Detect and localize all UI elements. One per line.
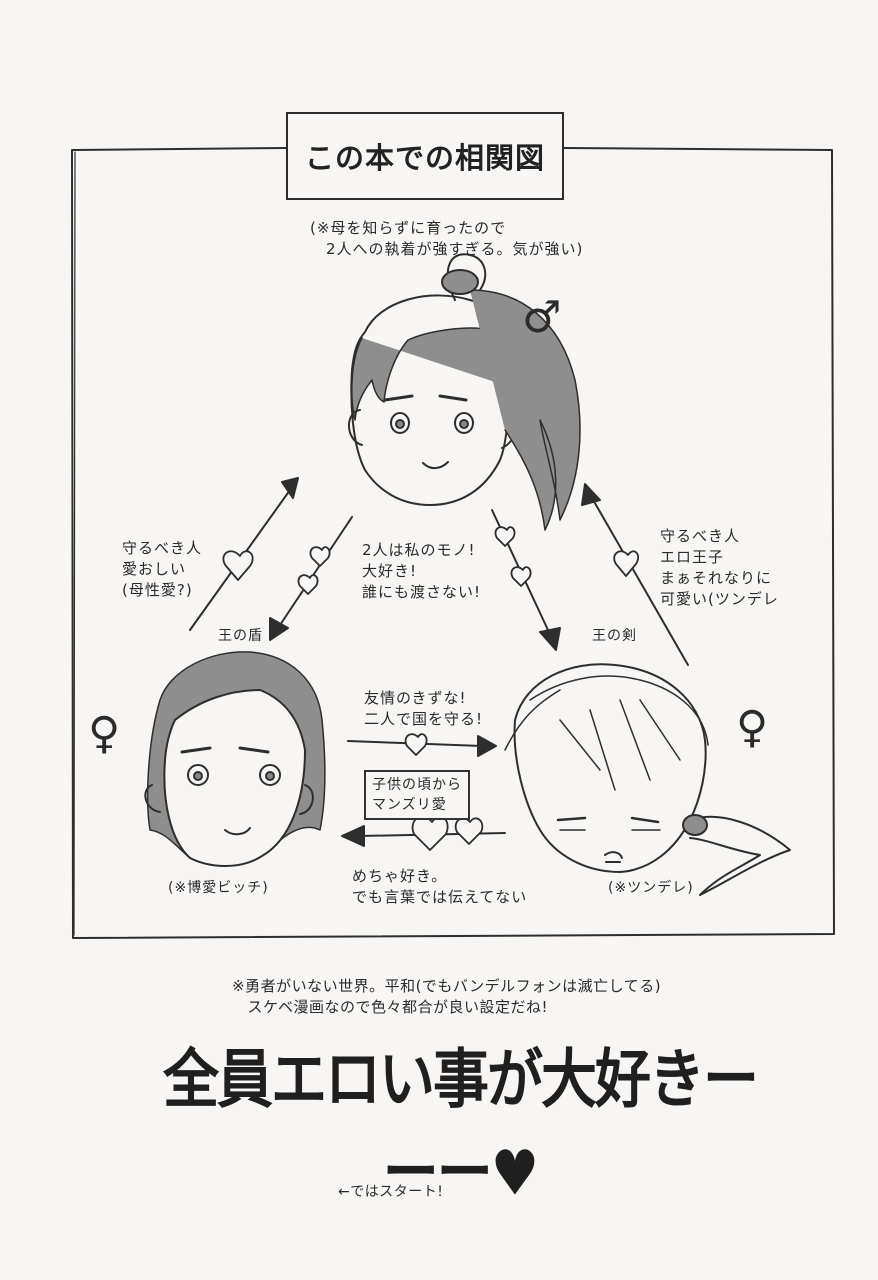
title-box: この本での相関図 xyxy=(286,112,564,200)
headline-text: 全員エロい事が大好きーーー xyxy=(163,1042,759,1211)
female-symbol-icon: ♀ xyxy=(88,708,121,759)
frame-border xyxy=(71,147,835,939)
right-character-note: (※ツンデレ) xyxy=(608,880,694,896)
right-character-label: 王の剣 xyxy=(592,628,637,644)
female-symbol-icon: ♀ xyxy=(736,702,769,753)
page-title: この本での相関図 xyxy=(304,141,545,175)
left-character-face xyxy=(144,651,326,867)
relation-right-to-top: 守るべき人 エロ王子 まぁそれなりに 可愛い(ツンデレ xyxy=(660,527,779,608)
left-character-note: (※博愛ビッチ) xyxy=(168,880,269,896)
arrow-top-to-left xyxy=(269,516,353,641)
relation-top-to-both: 2人は私のモノ! 大好き! 誰にも渡さない! xyxy=(362,541,482,601)
start-link: ←ではスタート! xyxy=(338,1184,444,1200)
male-symbol-icon: ♂ xyxy=(522,292,562,343)
relation-box: 子供の頃から マンズリ愛 xyxy=(364,770,470,820)
headline: 全員エロい事が大好きーーー♥ xyxy=(150,1028,770,1214)
relation-left-to-right: 友情のきずな! 二人で国を守る! xyxy=(364,689,484,728)
relation-left-to-top: 守るべき人 愛おしい (母性愛?) xyxy=(122,539,203,599)
arrow-right-to-top xyxy=(581,483,689,666)
top-character-face xyxy=(348,253,581,531)
left-character-label: 王の盾 xyxy=(218,628,263,644)
relation-right-to-left: めちゃ好き。 でも言葉では伝えてない xyxy=(352,867,528,906)
heart-icon: ♥ xyxy=(490,1137,539,1210)
top-character-note: (※母を知らずに育ったので 2人への執着が強すぎる。気が強い) xyxy=(310,219,584,258)
setting-note: ※勇者がいない世界。平和(でもバンデルフォンは滅亡してる) スケベ漫画なので色々… xyxy=(232,977,662,1016)
right-character-face xyxy=(504,663,791,896)
